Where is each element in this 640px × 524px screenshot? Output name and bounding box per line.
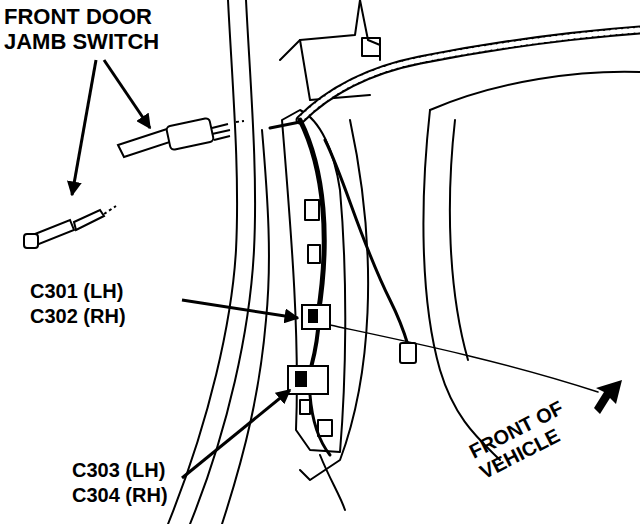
connector-c303 [288, 366, 328, 394]
body-bracket [362, 38, 380, 56]
body-panel [360, 0, 380, 60]
leader-arrow [104, 60, 150, 128]
connector-latch [309, 310, 317, 322]
switch-wire [270, 122, 300, 128]
switch-body [166, 118, 214, 151]
body-panel [280, 0, 360, 60]
leader-arrow [182, 300, 298, 318]
pigtail-wire [325, 140, 408, 345]
switch-terminal [74, 210, 104, 230]
connector-c301 [302, 305, 330, 329]
harness-branch [310, 395, 330, 455]
callout-label: C302 (RH) [30, 305, 126, 328]
direction-label: FRONT OF VEHICLE [466, 392, 587, 484]
body-panel [430, 72, 640, 110]
body-panel [320, 455, 345, 510]
callout-label: C303 (LH) [72, 459, 165, 482]
switch-path [236, 121, 244, 122]
panel-hole [300, 400, 310, 414]
callout-label: FRONT DOOR JAMB SWITCH [4, 4, 174, 55]
wiring-harness [300, 30, 640, 120]
harness-branch [300, 120, 324, 315]
harness-corrugation [300, 30, 640, 120]
body-panel [423, 110, 500, 460]
callout-label: C304 (RH) [72, 484, 168, 507]
leader-arrow [72, 60, 96, 195]
switch-path [104, 206, 116, 214]
panel-hole [305, 200, 319, 220]
body-panel [450, 120, 468, 360]
panel-hole [308, 245, 320, 263]
switch-wire [330, 325, 598, 392]
body-panel [300, 120, 368, 480]
connector-latch [296, 372, 306, 386]
leader-arrow [182, 390, 290, 478]
screw-head [24, 234, 38, 248]
pigtail-connector [400, 343, 416, 363]
panel-hole [318, 420, 332, 436]
switch-thread [212, 124, 230, 140]
direction-arrow [594, 380, 622, 414]
pillar-edge [168, 0, 237, 524]
callout-label: C301 (LH) [30, 280, 123, 303]
pillar-edge [222, 130, 269, 524]
